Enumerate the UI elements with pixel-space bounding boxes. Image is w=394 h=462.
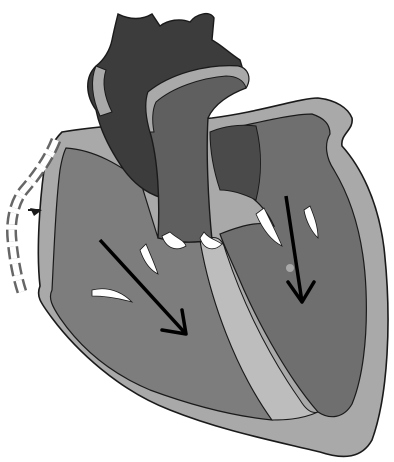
chamber-highlight-dot [286, 264, 294, 272]
